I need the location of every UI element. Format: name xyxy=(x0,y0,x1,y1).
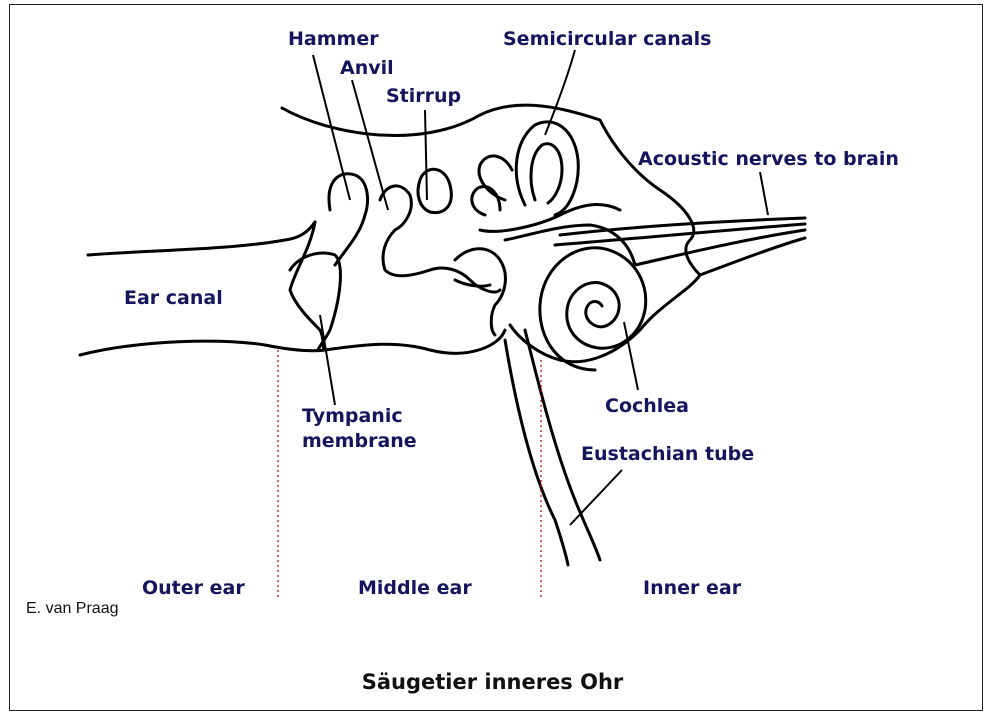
outer-ear-label: Outer ear xyxy=(142,577,245,600)
tympanic-membrane-label-line2: membrane xyxy=(302,430,417,453)
acoustic-leader xyxy=(760,172,768,215)
hammer-bone xyxy=(329,174,368,265)
semicircular-canal-inner xyxy=(531,144,562,203)
middle-ear-cavity xyxy=(290,222,325,350)
middle-ear-label: Middle ear xyxy=(358,577,472,600)
anvil-leader xyxy=(352,80,388,210)
ear-canal-label: Ear canal xyxy=(124,287,223,310)
cochlea-label: Cochlea xyxy=(605,395,689,418)
semicircular-canals-label: Semicircular canals xyxy=(503,28,711,51)
stirrup-label: Stirrup xyxy=(386,85,461,108)
figure-caption: Säugetier inneres Ohr xyxy=(0,670,985,694)
acoustic-nerve-2 xyxy=(555,224,805,245)
tympanic-membrane-label-line1: Tympanic xyxy=(302,405,403,428)
ear-canal-lower xyxy=(80,330,505,355)
eustachian-tube-label: Eustachian tube xyxy=(581,443,754,466)
inner-ear-label: Inner ear xyxy=(643,577,741,600)
stirrup-bone xyxy=(418,169,451,212)
ear-canal-upper xyxy=(88,222,315,255)
stirrup-leader xyxy=(425,110,427,200)
anvil-bone xyxy=(380,186,430,276)
hammer-label: Hammer xyxy=(288,28,379,51)
credit-text: E. van Praag xyxy=(26,600,119,618)
semicircular-canal-outer xyxy=(516,122,578,215)
eustachian-leader xyxy=(570,470,622,525)
acoustic-nerves-label: Acoustic nerves to brain xyxy=(638,148,899,171)
anvil-label: Anvil xyxy=(340,57,394,80)
semicircular-leader xyxy=(545,50,575,135)
tympanic-leader xyxy=(320,315,335,405)
